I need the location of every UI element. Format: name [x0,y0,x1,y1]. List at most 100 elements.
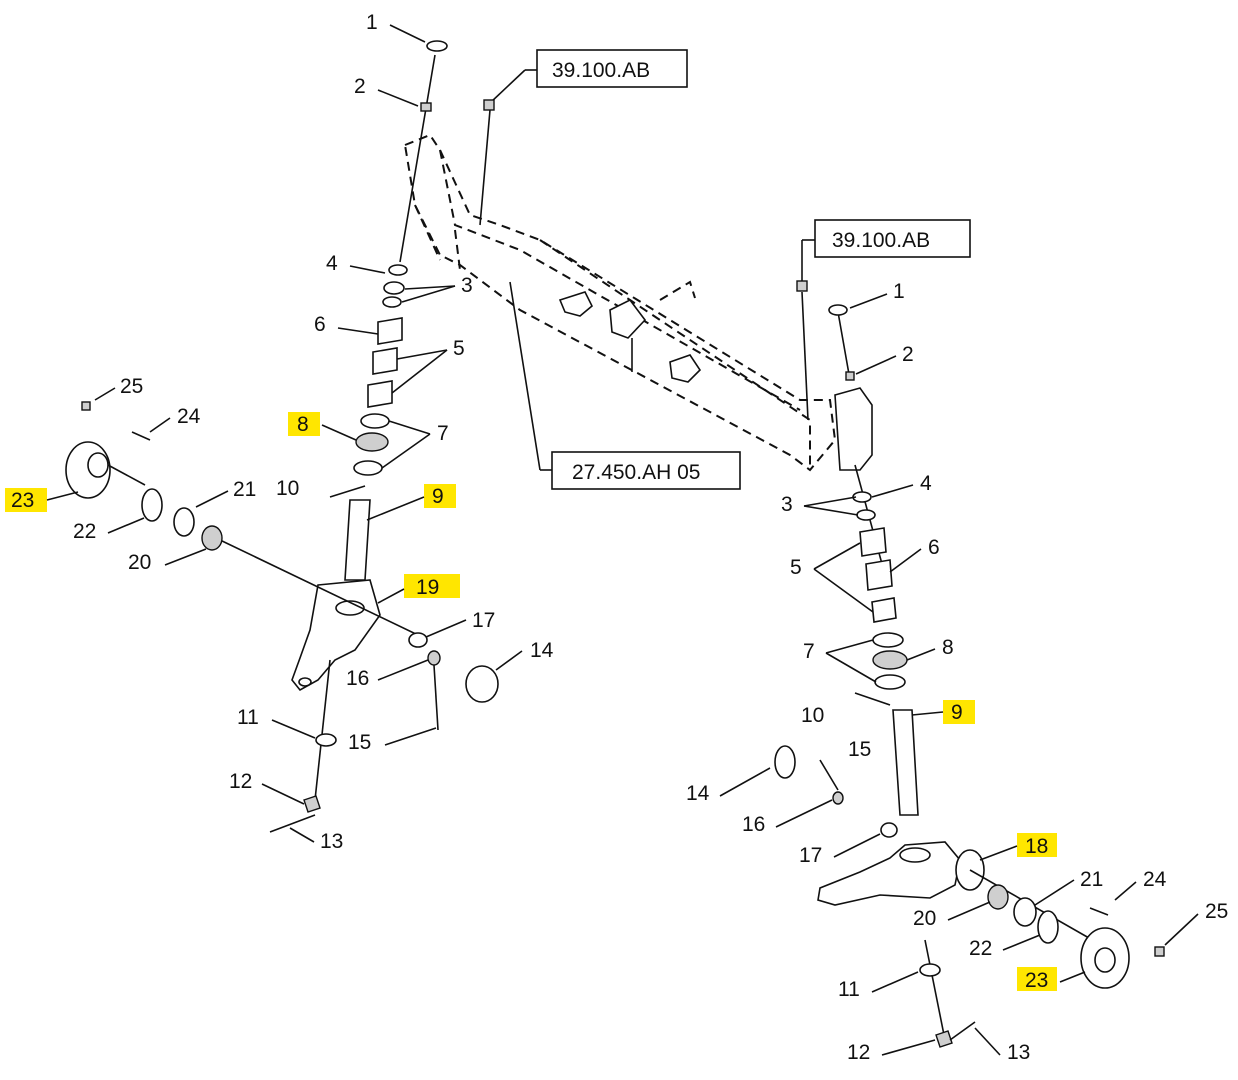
left-bushing-5a [372,347,398,375]
right-grease-fitting-2 [845,371,855,381]
callout-left-25: 25 [120,375,143,398]
callout-left-13: 13 [320,830,343,853]
reference-boxes: 39.100.AB 39.100.AB 27.450.AH 05 [479,49,971,490]
callout-right-15: 15 [848,738,871,761]
right-cap-1 [828,304,848,316]
right-bearing-20 [987,884,1009,910]
left-grease-fitting-2 [420,102,432,112]
callout-right-17: 17 [799,844,822,867]
right-bushing-6 [865,559,893,591]
callout-right-14: 14 [686,782,710,805]
ref-box-mid [814,219,971,258]
callout-right-2: 2 [902,343,914,366]
callout-left-11: 11 [237,706,259,729]
callout-left-12: 12 [229,770,252,793]
right-cap-14 [774,745,796,779]
left-bushing-5b [367,380,393,408]
ref-box-top [536,49,688,88]
left-cap-14 [465,665,499,703]
callout-highlights [5,412,1057,991]
callout-left-16: 16 [346,667,369,690]
callout-left-15: 15 [348,731,371,754]
callout-left-4: 4 [326,252,338,275]
callout-right-25: 25 [1205,900,1228,923]
callout-left-23: 23 [11,489,34,512]
callout-left-2: 2 [354,75,366,98]
callout-right-4: 4 [920,472,932,495]
right-grease-16 [832,791,844,805]
callout-right-5: 5 [790,556,802,579]
ref-top-label: 39.100.AB [552,59,650,82]
right-bushing-5b [871,597,897,623]
callout-left-9: 9 [432,485,444,508]
left-bushing-6 [377,317,403,345]
callout-left-14: 14 [530,639,554,662]
right-kingpin-assembly [774,304,1165,1048]
right-nut-25 [1154,946,1165,957]
callout-left-19: 19 [416,576,439,599]
callout-right-6: 6 [928,536,940,559]
left-shim-3b [382,296,402,308]
right-callouts: 1 2 4 3 6 5 8 7 9 10 15 14 16 17 18 21 2… [686,280,1228,1064]
callout-right-12: 12 [847,1041,870,1064]
callout-left-3: 3 [461,274,473,297]
callout-left-20: 20 [128,551,151,574]
left-kingpin-9 [344,499,371,581]
callout-right-24: 24 [1143,868,1167,891]
left-washer-17 [408,632,428,648]
callout-right-10: 10 [801,704,824,727]
left-washer-4 [388,264,408,276]
left-bearing-20 [201,525,223,551]
left-shim-3a [383,281,405,295]
callout-left-10: 10 [276,477,299,500]
right-seal-7a [872,632,904,648]
callout-right-9: 9 [951,701,963,724]
right-steering-knuckle-18 [817,841,961,906]
callout-right-1: 1 [893,280,905,303]
left-bearing-8 [355,432,389,452]
callout-left-5: 5 [453,337,465,360]
right-shim-3 [856,509,876,521]
callout-left-8: 8 [297,413,309,436]
right-pivot-housing [834,387,873,471]
axle-beam [403,133,837,472]
callout-right-3: 3 [781,493,793,516]
callout-left-24: 24 [177,405,201,428]
callout-right-20: 20 [913,907,936,930]
left-ring-22 [141,488,163,522]
left-seal-21 [173,507,195,537]
callout-right-13: 13 [1007,1041,1030,1064]
callout-right-18: 18 [1025,835,1048,858]
callout-left-17: 17 [472,609,495,632]
ref-box-axle [551,451,741,490]
right-washer-11 [919,963,941,977]
callout-left-21: 21 [233,478,256,501]
left-grease-16 [427,650,441,666]
callout-left-1: 1 [366,11,378,34]
callout-right-23: 23 [1025,969,1048,992]
right-washer-17 [880,822,898,838]
right-ring-22 [1037,910,1059,944]
callout-left-6: 6 [314,313,326,336]
callout-right-16: 16 [742,813,765,836]
right-kingpin-9 [892,709,919,816]
callout-right-8: 8 [942,636,954,659]
left-kingpin-assembly [65,40,499,833]
left-seal-7a [360,413,390,429]
callout-left-7: 7 [437,422,449,445]
right-seal-7b [874,674,906,690]
callout-right-11: 11 [838,978,860,1001]
ref-axle-label: 27.450.AH 05 [572,461,700,484]
right-bearing-8 [872,650,908,670]
callout-right-22: 22 [969,937,992,960]
left-seal-7b [353,460,383,476]
right-nut-12 [935,1030,953,1048]
callout-left-22: 22 [73,520,96,543]
left-nut-25 [81,401,91,411]
ref-mid-label: 39.100.AB [832,229,930,252]
left-washer-11 [315,733,337,747]
right-seal-21 [1013,897,1037,927]
callout-right-21: 21 [1080,868,1103,891]
left-callouts: 1 2 4 3 6 5 8 7 9 10 19 17 14 16 11 15 1… [11,11,554,853]
